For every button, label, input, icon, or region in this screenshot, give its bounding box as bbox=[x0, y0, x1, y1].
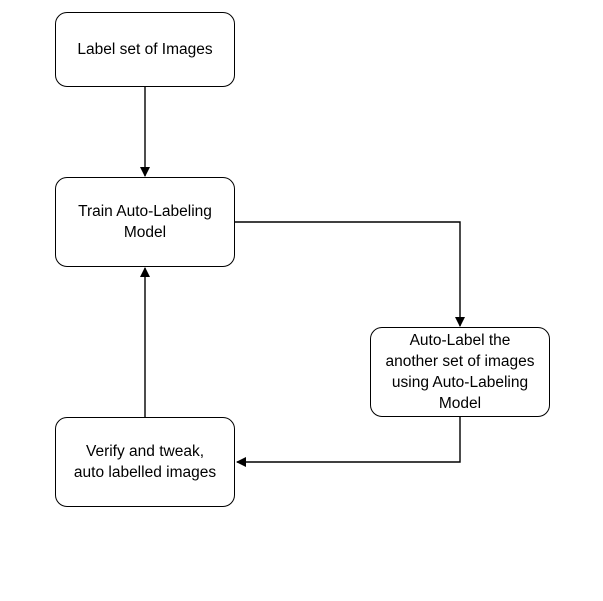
node-train-auto-labeling-model: Train Auto-Labeling Model bbox=[55, 177, 235, 267]
arrow-autolabel-to-verify bbox=[236, 417, 461, 467]
node-verify-and-tweak-text: Verify and tweak, auto labelled images bbox=[73, 443, 217, 481]
node-auto-label-images-text: Auto-Label the another set of images usi… bbox=[385, 332, 535, 412]
node-label-set-of-images-text: Label set of Images bbox=[77, 41, 213, 58]
arrow-train-to-autolabel bbox=[235, 221, 465, 327]
node-train-auto-labeling-model-text: Train Auto-Labeling Model bbox=[78, 203, 212, 241]
node-label-set-of-images: Label set of Images bbox=[55, 12, 235, 87]
node-auto-label-images: Auto-Label the another set of images usi… bbox=[370, 327, 550, 417]
node-verify-and-tweak: Verify and tweak, auto labelled images bbox=[55, 417, 235, 507]
